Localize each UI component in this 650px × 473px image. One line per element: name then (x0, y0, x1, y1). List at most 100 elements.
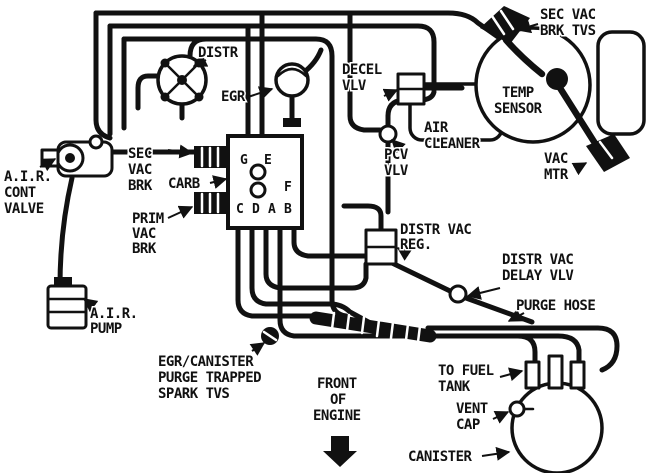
air-cleaner-assembly (408, 26, 646, 144)
pcv-valve-fitting (378, 124, 398, 144)
hose-below-box-e (291, 225, 369, 259)
label-sec-vac-brk-tvs: SEC VAC (540, 7, 596, 23)
hose-purge-cont-1 (427, 333, 582, 365)
label-air-pump-2: PUMP (90, 321, 122, 337)
label-air-pump: A.I.R. (90, 306, 138, 322)
hose-mid-vert (347, 10, 383, 133)
label-vac-mtr-2: MTR (544, 167, 569, 183)
label-air-cont-valve-3: VALVE (4, 201, 44, 217)
arrow-distr (192, 54, 209, 67)
arrow-egr-canister-tvs (249, 342, 266, 356)
label-sec-vac-brk: SEC (128, 146, 152, 162)
port-letter-a: A (268, 202, 276, 217)
port-letter-f: F (284, 180, 292, 195)
air-pump-component (46, 277, 88, 330)
canister-pipe-middle (547, 354, 564, 390)
arrow-egr (247, 86, 274, 100)
bottom-tvs-fitting (261, 327, 279, 345)
distr-vac-delay-valve-component (448, 284, 468, 304)
hose-top-run-3 (121, 36, 349, 319)
label-prim-vac-brk-3: BRK (132, 241, 157, 257)
label-to-fuel-tank-2: TANK (438, 379, 471, 395)
label-prim-vac-brk-2: VAC (132, 226, 156, 242)
label-pointer-arrows (39, 19, 588, 461)
label-purge-hose: PURGE HOSE (516, 298, 595, 314)
label-decel-vlv-2: VLV (342, 78, 367, 94)
hose-top-run-2 (107, 23, 437, 93)
label-vac-mtr: VAC (544, 151, 568, 167)
vent-cap-fitting (508, 400, 526, 418)
arrow-vac-mtr (571, 162, 588, 176)
purge-hose-segment (309, 311, 437, 343)
port-letter-c: C (236, 202, 244, 217)
carb-port-box: G E F C D A B (226, 134, 304, 230)
label-egr-canister-tvs: EGR/CANISTER (158, 354, 254, 370)
arrow-sec-vac-brk (167, 144, 194, 159)
air-cont-valve-component (40, 134, 114, 178)
label-front-of-engine: FRONT (317, 376, 357, 392)
arrow-pcv-vlv (391, 139, 406, 154)
arrow-decel-vlv (382, 88, 399, 102)
hose-valve-to-pump (57, 175, 75, 289)
label-front-of-engine-3: ENGINE (313, 408, 361, 424)
hose-purge-cont-2 (425, 325, 620, 373)
diagram-labels: SEC VAC BRK TVS DISTR EGR DECEL VLV TEMP… (3, 6, 598, 467)
decel-valve-component (396, 72, 426, 106)
air-cleaner-lid (474, 26, 592, 144)
vac-motor-component (586, 134, 630, 172)
arrow-distr-vac-reg (396, 247, 413, 261)
sec-vac-brk-tvs-component (480, 6, 530, 44)
port-letter-e: E (264, 153, 272, 168)
label-sec-vac-brk-tvs-2: BRK TVS (540, 23, 596, 39)
sec-vac-brk-component (194, 146, 228, 168)
port-letter-b: B (284, 202, 292, 217)
label-distr-vac-delay-vlv-2: DELAY VLV (502, 268, 574, 284)
canister-component (508, 354, 604, 473)
label-air-cont-valve-2: CONT (4, 185, 36, 201)
label-carb: CARB (168, 176, 200, 192)
label-distr-vac-delay-vlv: DISTR VAC (502, 252, 573, 268)
canister-body (510, 381, 604, 473)
hose-below-box-b (249, 225, 375, 327)
distributor-component (156, 54, 208, 106)
label-distr-vac-reg-2: REG. (400, 237, 432, 253)
hose-below-box-a (235, 225, 319, 319)
vacuum-hoses (57, 10, 620, 373)
label-temp-sensor: TEMP (502, 85, 534, 101)
arrow-air-cont-valve (39, 158, 57, 172)
front-of-engine-arrow-icon (323, 436, 357, 467)
canister-pipe-right (569, 360, 586, 390)
purge-hose-ribbed (309, 311, 437, 344)
arrow-prim-vac-brk (167, 205, 194, 219)
label-pcv-vlv: PCV (384, 147, 409, 163)
hose-sensor-to-vacmtr (556, 84, 602, 152)
label-air-cont-valve: A.I.R. (4, 169, 52, 185)
arrow-vent-cap (492, 410, 510, 424)
hose-reg-top-stub (341, 203, 384, 233)
label-vent-cap: VENT (456, 401, 488, 417)
hose-left-vert-1 (93, 10, 113, 141)
label-prim-vac-brk: PRIM (132, 211, 164, 227)
arrow-canister (481, 446, 511, 461)
egr-valve-component (274, 62, 310, 127)
hose-distr-left-link (135, 73, 165, 111)
arrow-sec-vac-brk-tvs (516, 19, 539, 34)
label-sec-vac-brk-3: BRK (128, 178, 153, 194)
arrow-purge-hose (507, 308, 525, 322)
canister-pipe-left (524, 360, 541, 390)
hose-distr-top-link (187, 36, 209, 59)
label-egr-canister-tvs-2: PURGE TRAPPED (158, 370, 261, 386)
hose-below-box-c (263, 225, 369, 291)
label-front-of-engine-2: OF (330, 392, 346, 408)
port-letter-g: G (240, 153, 248, 168)
arrow-air-pump (82, 298, 99, 313)
distr-vac-reg-component (364, 228, 398, 266)
label-distr: DISTR (198, 45, 239, 61)
temp-sensor-component (546, 68, 568, 90)
label-canister: CANISTER (408, 449, 473, 465)
port-letter-d: D (252, 202, 260, 217)
label-egr: EGR (221, 89, 246, 105)
label-egr-canister-tvs-3: SPARK TVS (158, 386, 229, 402)
